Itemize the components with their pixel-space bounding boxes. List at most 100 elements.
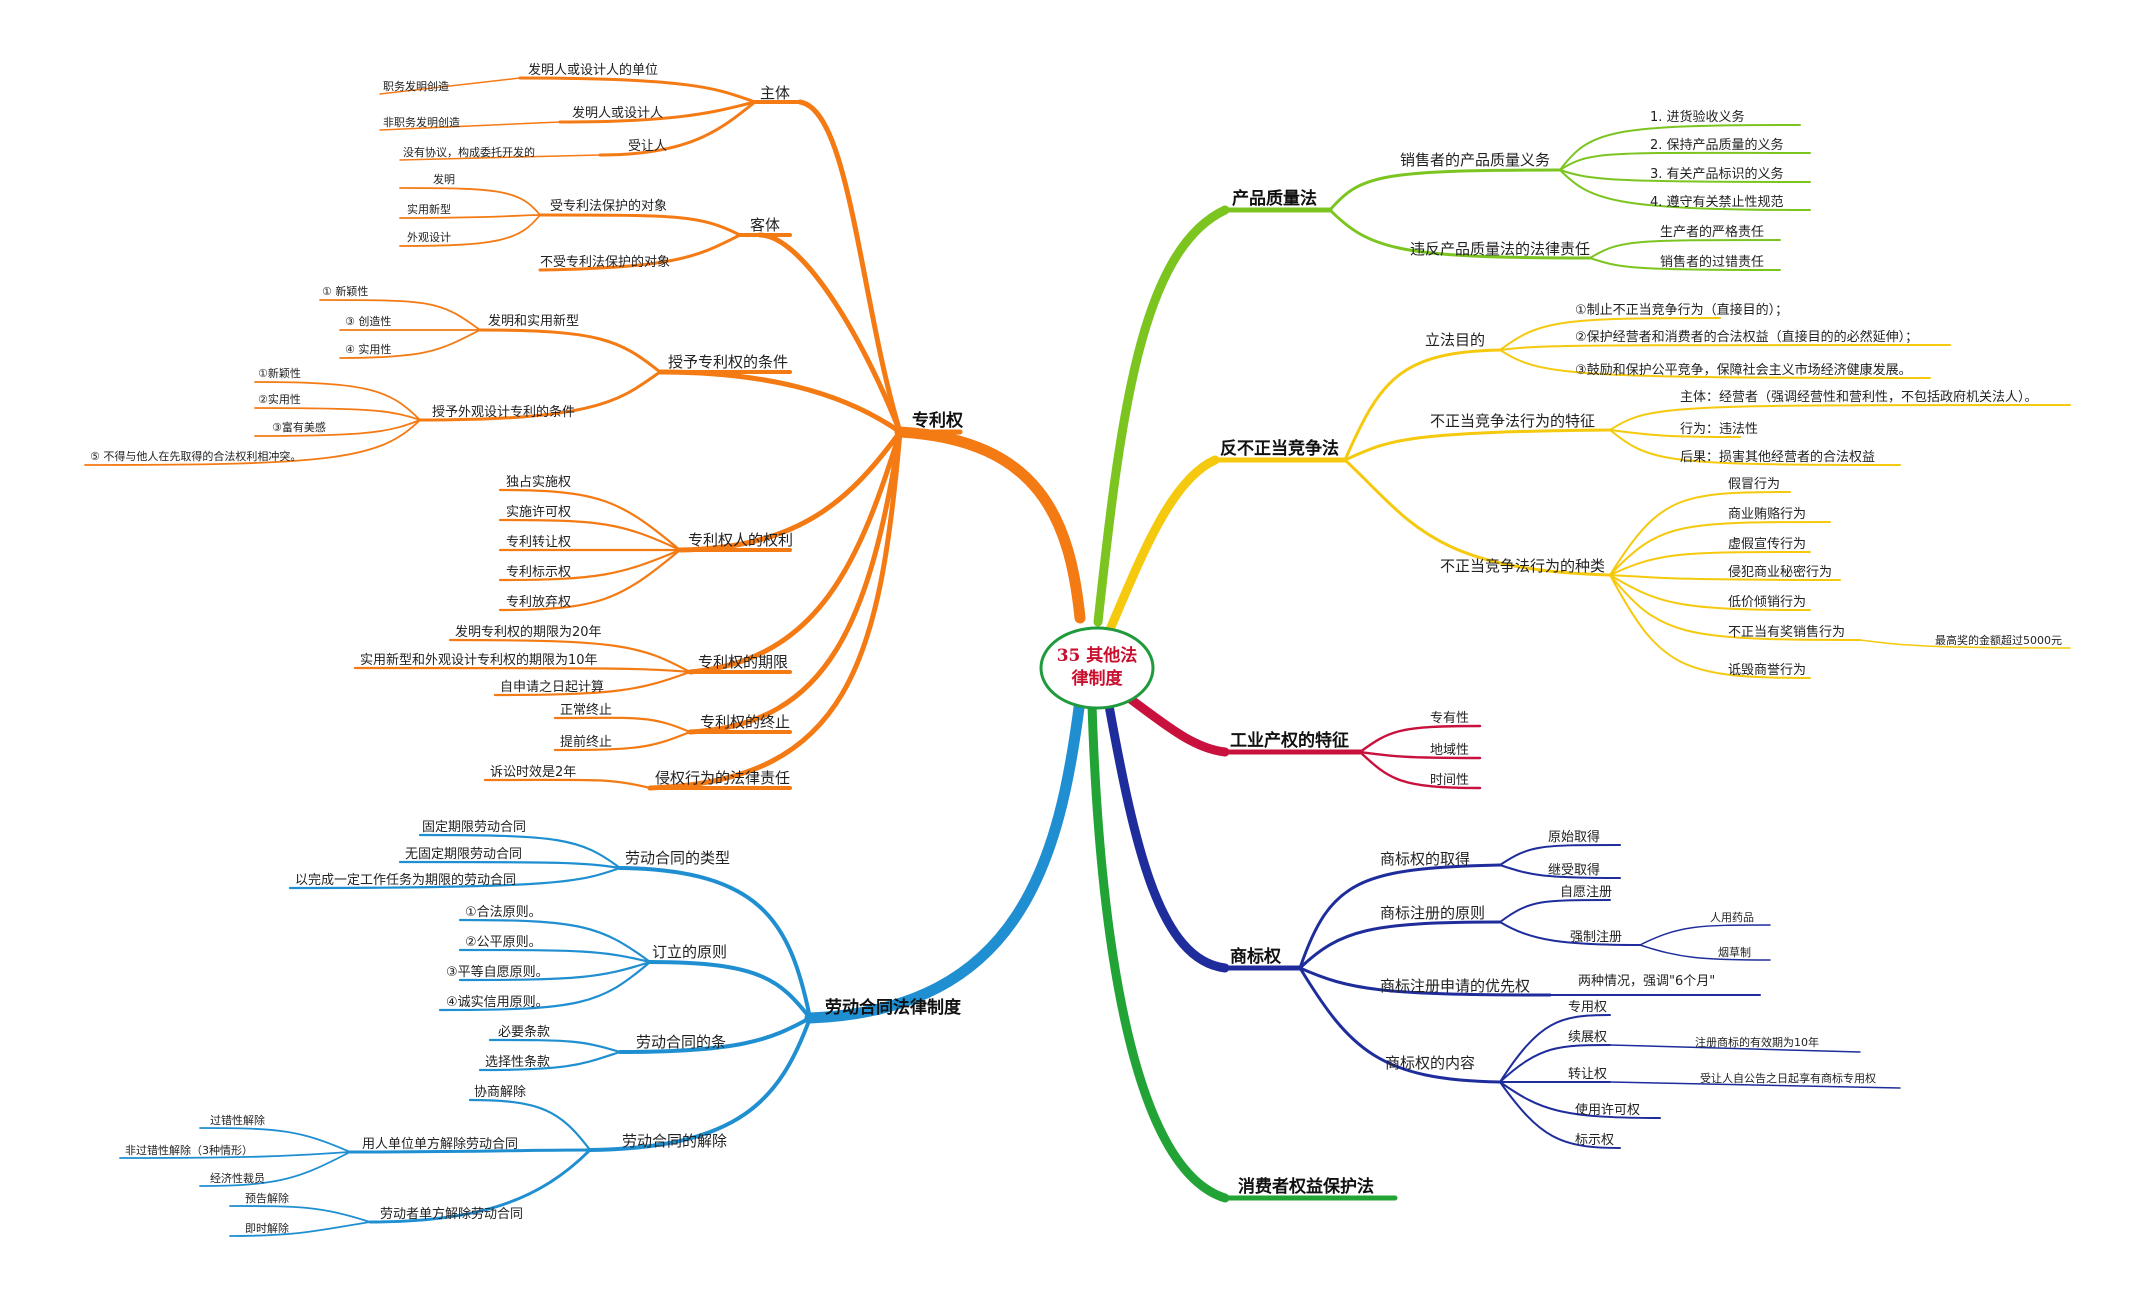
patent-right-5: 专利放弃权 [506,594,571,610]
trademark-content-1: 专用权 [1568,999,1607,1015]
trademark-content-5: 标示权 [1575,1132,1614,1148]
labor-subtree [119,833,812,1237]
patent-object-p3: 外观设计 [407,231,451,244]
labor-employer-1: 过错性解除 [210,1113,265,1127]
industrial-1: 专有性 [1430,711,1469,726]
labor-clause-1: 必要条款 [498,1024,550,1040]
competition-feature-1: 主体：经营者（强调经营性和营利性，不包括政府机关法人）。 [1680,390,2038,405]
patent-termination-1: 正常终止 [560,702,612,718]
competition-purpose[interactable]: 立法目的 [1425,331,1485,349]
trademark-content[interactable]: 商标权的内容 [1385,1054,1475,1072]
patent-termination[interactable]: 专利权的终止 [700,713,790,731]
trademark-register[interactable]: 商标注册的原则 [1380,904,1485,922]
patent-term-3: 自申请之日起计算 [500,680,604,695]
patent-cond-des-3: ③富有美感 [272,420,326,434]
competition-purpose-1: ①制止不正当竞争行为（直接目的）； [1575,302,1788,318]
patent-cond-des-1: ①新颖性 [258,366,301,380]
labor-clauses[interactable]: 劳动合同的条 [636,1033,726,1051]
labor-worker-1: 预告解除 [245,1191,289,1205]
labor-types[interactable]: 劳动合同的类型 [625,849,730,867]
industrial-2: 地域性 [1430,743,1469,758]
patent-object-not[interactable]: 不受专利法保护的对象 [540,254,670,270]
labor-type-3: 以完成一定工作任务为期限的劳动合同 [295,872,516,888]
patent-rights[interactable]: 专利权人的权利 [688,531,793,549]
industrial-3: 时间性 [1430,773,1469,788]
competition-kind-7: 诋毁商誉行为 [1728,663,1806,678]
quality-title[interactable]: 产品质量法 [1232,188,1317,209]
competition-features[interactable]: 不正当竞争法行为的特征 [1430,412,1595,430]
labor-title[interactable]: 劳动合同法律制度 [825,997,962,1018]
patent-cond-design[interactable]: 授予外观设计专利的条件 [432,404,575,420]
labor-principle-3: ③平等自愿原则。 [446,964,549,980]
patent-object[interactable]: 客体 [750,216,780,234]
competition-kind-5: 低价倾销行为 [1728,595,1806,610]
labor-employer-3: 经济性裁员 [210,1171,265,1185]
patent-infringement[interactable]: 侵权行为的法律责任 [655,769,790,787]
branch-patent [894,426,1086,624]
branch-competition [1103,455,1220,639]
patent-subject-2[interactable]: 发明人或设计人 [572,105,663,121]
trademark-compulsory-1: 人用药品 [1710,911,1754,924]
patent-right-1: 独占实施权 [506,474,571,490]
patent-object-p2: 实用新型 [407,202,451,216]
quality-seller-1: 1. 进货验收义务 [1650,109,1745,125]
trademark-title[interactable]: 商标权 [1230,946,1282,967]
patent-right-2: 实施许可权 [506,504,571,520]
quality-seller-4: 4. 遵守有关禁止性规范 [1650,194,1784,210]
quality-liability[interactable]: 违反产品质量法的法律责任 [1410,240,1590,258]
patent-right-4: 专利标示权 [506,564,571,580]
labor-dissolution-worker[interactable]: 劳动者单方解除劳动合同 [380,1206,523,1222]
industrial-title[interactable]: 工业产权的特征 [1230,730,1349,751]
main-branches [804,205,1230,1203]
trademark-priority[interactable]: 商标注册申请的优先权 [1380,977,1530,995]
competition-feature-3: 后果：损害其他经营者的合法权益 [1680,449,1875,465]
competition-kind-note: 最高奖的金额超过5000元 [1935,633,2062,647]
patent-subject-1-sub: 职务发明创造 [383,79,449,93]
trademark-content-4: 使用许可权 [1575,1102,1640,1118]
patent-term[interactable]: 专利权的期限 [698,653,788,671]
labor-principles[interactable]: 订立的原则 [652,943,727,961]
patent-subtree [84,76,963,791]
quality-seller-3: 3. 有关产品标识的义务 [1650,166,1784,182]
trademark-compulsory-2: 烟草制 [1718,945,1751,959]
labor-dissolution-employer[interactable]: 用人单位单方解除劳动合同 [362,1136,518,1152]
competition-subtree [1212,317,2071,679]
labor-principle-1: ①合法原则。 [465,905,542,920]
consumer-title[interactable]: 消费者权益保护法 [1238,1176,1374,1197]
labor-dissolution[interactable]: 劳动合同的解除 [622,1132,727,1150]
competition-kind-4: 侵犯商业秘密行为 [1728,564,1832,580]
branch-trademark [1103,695,1230,973]
patent-subject[interactable]: 主体 [760,84,790,102]
patent-cond-invention[interactable]: 发明和实用新型 [488,313,579,329]
labor-worker-2: 即时解除 [245,1221,289,1235]
competition-kind-3: 虚假宣传行为 [1728,536,1806,552]
patent-conditions[interactable]: 授予专利权的条件 [668,353,788,371]
patent-cond-inv-3: ④ 实用性 [345,342,391,356]
trademark-acquire-2: 继受取得 [1548,862,1600,878]
patent-object-protected[interactable]: 受专利法保护的对象 [550,198,667,214]
competition-purpose-2: ②保护经营者和消费者的合法权益（直接目的的必然延伸）； [1575,329,1918,345]
trademark-transfer-note: 受让人自公告之日起享有商标专用权 [1700,1071,1876,1085]
center-node[interactable]: 35 其他法 律制度 [1039,626,1155,710]
trademark-acquire[interactable]: 商标权的取得 [1380,850,1470,868]
patent-right-3: 专利转让权 [506,534,571,550]
trademark-priority-note: 两种情况，强调"6个月" [1578,974,1715,989]
quality-liability-2: 销售者的过错责任 [1660,254,1764,270]
trademark-voluntary: 自愿注册 [1560,885,1612,900]
patent-termination-2: 提前终止 [560,734,612,750]
competition-kind-1: 假冒行为 [1728,477,1780,492]
quality-seller-2: 2. 保持产品质量的义务 [1650,137,1784,153]
quality-liability-1: 生产者的严格责任 [1660,224,1764,240]
industrial-subtree [1222,724,1482,790]
patent-subject-3[interactable]: 受让人 [628,139,667,154]
labor-type-1: 固定期限劳动合同 [422,819,526,835]
branch-quality [1093,205,1230,627]
patent-subject-1[interactable]: 发明人或设计人的单位 [528,62,658,78]
patent-subject-3-sub: 没有协议，构成委托开发的 [403,145,535,159]
patent-subject-2-sub: 非职务发明创造 [383,115,460,129]
quality-seller[interactable]: 销售者的产品质量义务 [1400,151,1550,169]
competition-title[interactable]: 反不正当竞争法 [1220,438,1339,459]
competition-kinds[interactable]: 不正当竞争法行为的种类 [1440,557,1605,575]
patent-title[interactable]: 专利权 [912,410,964,431]
